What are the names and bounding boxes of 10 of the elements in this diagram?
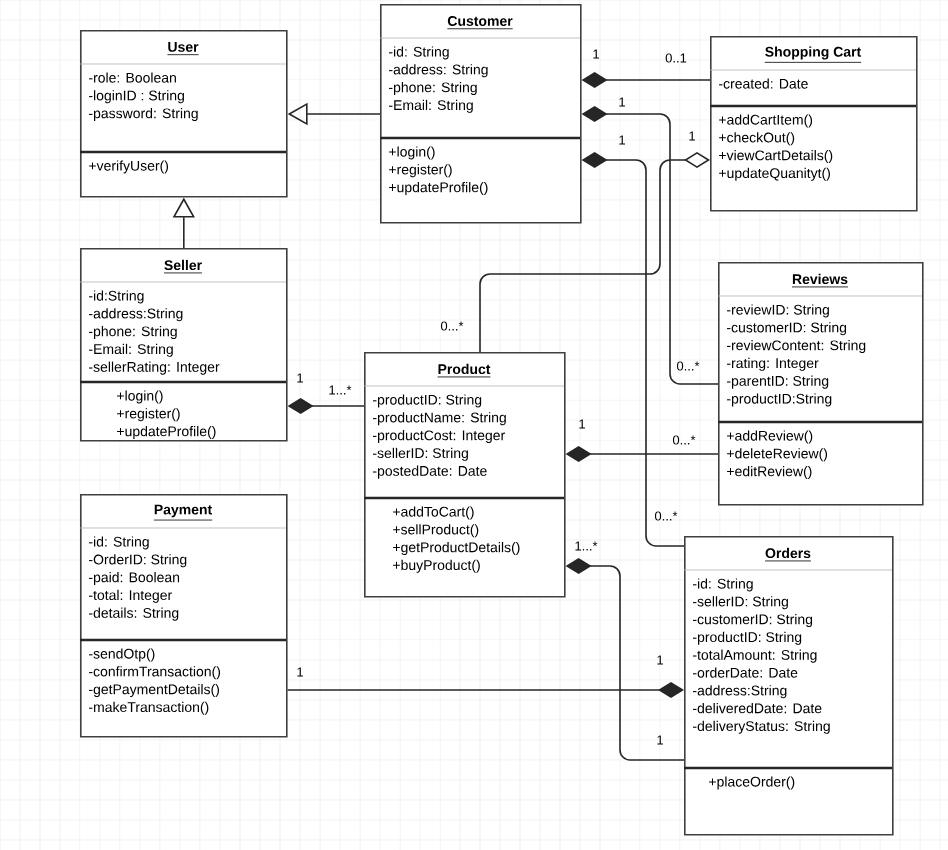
class-box — [717, 262, 924, 506]
class-box — [379, 4, 582, 224]
class-box — [709, 36, 918, 212]
class-box — [79, 30, 288, 198]
class-box — [363, 352, 566, 598]
class-box — [79, 494, 288, 738]
association-line — [286, 682, 684, 698]
association-line — [479, 152, 710, 353]
class-box — [79, 248, 288, 442]
class-box — [683, 536, 894, 836]
